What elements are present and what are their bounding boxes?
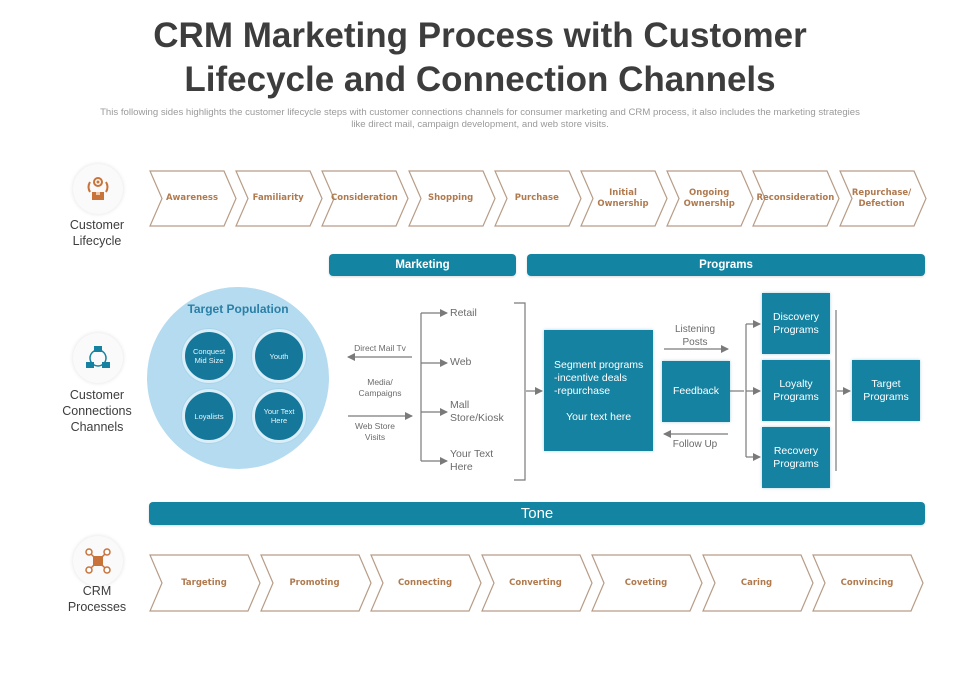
lifecycle-step-label: Repurchase/Defection	[851, 187, 912, 209]
tone-band: Tone	[149, 502, 925, 525]
feedback-box: Feedback	[662, 361, 730, 422]
connections-icon-badge	[73, 333, 123, 383]
chevron-shape	[321, 170, 410, 227]
crm-step-label: Connecting	[397, 577, 453, 588]
chevron-shape	[259, 554, 372, 612]
segment-programs-box: Segment programs -incentive deals -repur…	[544, 330, 653, 451]
chevron-shape	[580, 170, 668, 227]
crm-step-label: Convincing	[840, 577, 894, 588]
marketing-band: Marketing	[329, 254, 516, 276]
target-population-circle	[147, 287, 329, 469]
chevron-shape	[407, 170, 496, 227]
target-population-title: Target Population	[187, 302, 289, 316]
programs-band: Programs	[527, 254, 925, 276]
chevron-shape	[235, 170, 323, 227]
page-subtitle: This following sides highlights the cust…	[50, 107, 910, 131]
lifecycle-step: Repurchase/Defection	[838, 170, 927, 227]
segment-loyalists: Loyalists	[182, 389, 236, 443]
lifecycle-step-label: Consideration	[331, 193, 398, 203]
crm-icon-badge	[73, 536, 123, 586]
lifecycle-step: Awareness	[149, 170, 237, 227]
crm-step: Coveting	[591, 554, 703, 612]
subtitle-line-1: This following sides highlights the cust…	[100, 107, 860, 118]
channel-bracket	[514, 302, 526, 481]
crm-step: Convincing	[812, 554, 924, 612]
title-line-1: CRM Marketing Process with Customer	[153, 16, 807, 55]
crm-step: Caring	[701, 554, 814, 612]
lifecycle-cycle-icon	[87, 177, 109, 200]
crm-step-label: Targeting	[181, 577, 227, 588]
crm-step: Promoting	[259, 554, 372, 612]
page-title: CRM Marketing Process with Customer Life…	[0, 14, 960, 102]
chevron-shape	[493, 170, 582, 227]
chevron-shape	[838, 170, 927, 227]
hub-connections-icon	[85, 548, 111, 574]
follow-up-label: Follow Up	[672, 439, 718, 450]
lifecycle-step-label: Reconsideration	[756, 193, 835, 203]
chevron-shape	[149, 170, 237, 227]
segment-youth: Youth	[252, 329, 306, 383]
chevron-shape	[149, 554, 261, 612]
lifecycle-step-label: Shopping	[427, 193, 474, 203]
channel-retail: Retail	[450, 307, 477, 319]
chevron-shape	[666, 170, 754, 227]
connections-row-label: Customer Connections Channels	[62, 388, 132, 434]
crm-step-label: Promoting	[289, 577, 340, 588]
crm-step-label: Coveting	[624, 577, 668, 588]
chevron-shape	[480, 554, 593, 612]
crm-step: Converting	[480, 554, 593, 612]
lifecycle-icon-badge	[73, 164, 123, 214]
crm-row-label: CRM Processes	[67, 584, 127, 614]
crm-step: Connecting	[370, 554, 482, 612]
channel-web: Web	[450, 356, 472, 368]
direct-mail-label: Direct Mail Tv	[354, 343, 406, 353]
lifecycle-step-label: Awareness	[165, 193, 219, 203]
crm-step-label: Caring	[740, 577, 773, 588]
network-nodes-icon	[86, 346, 110, 368]
lifecycle-step-label: Purchase	[514, 193, 559, 203]
lifecycle-step: Familiarity	[235, 170, 323, 227]
lifecycle-row-label: Customer Lifecycle	[69, 218, 125, 248]
lifecycle-step: Purchase	[493, 170, 582, 227]
lifecycle-step: Consideration	[321, 170, 410, 227]
chevron-shape	[812, 554, 924, 612]
chevron-shape	[701, 554, 814, 612]
title-line-2: Lifecycle and Connection Channels	[184, 60, 776, 99]
lifecycle-step: Shopping	[407, 170, 496, 227]
lifecycle-step-label: Familiarity	[252, 193, 304, 203]
media-campaigns-label: Media/Campaigns	[358, 377, 402, 398]
crm-step: Targeting	[149, 554, 261, 612]
crm-step-label: Converting	[509, 577, 562, 588]
chevron-shape	[370, 554, 482, 612]
subtitle-line-2: like direct mail, campaign development, …	[351, 119, 609, 130]
lifecycle-step: Reconsideration	[752, 170, 841, 227]
chevron-shape	[752, 170, 841, 227]
chevron-shape	[591, 554, 703, 612]
